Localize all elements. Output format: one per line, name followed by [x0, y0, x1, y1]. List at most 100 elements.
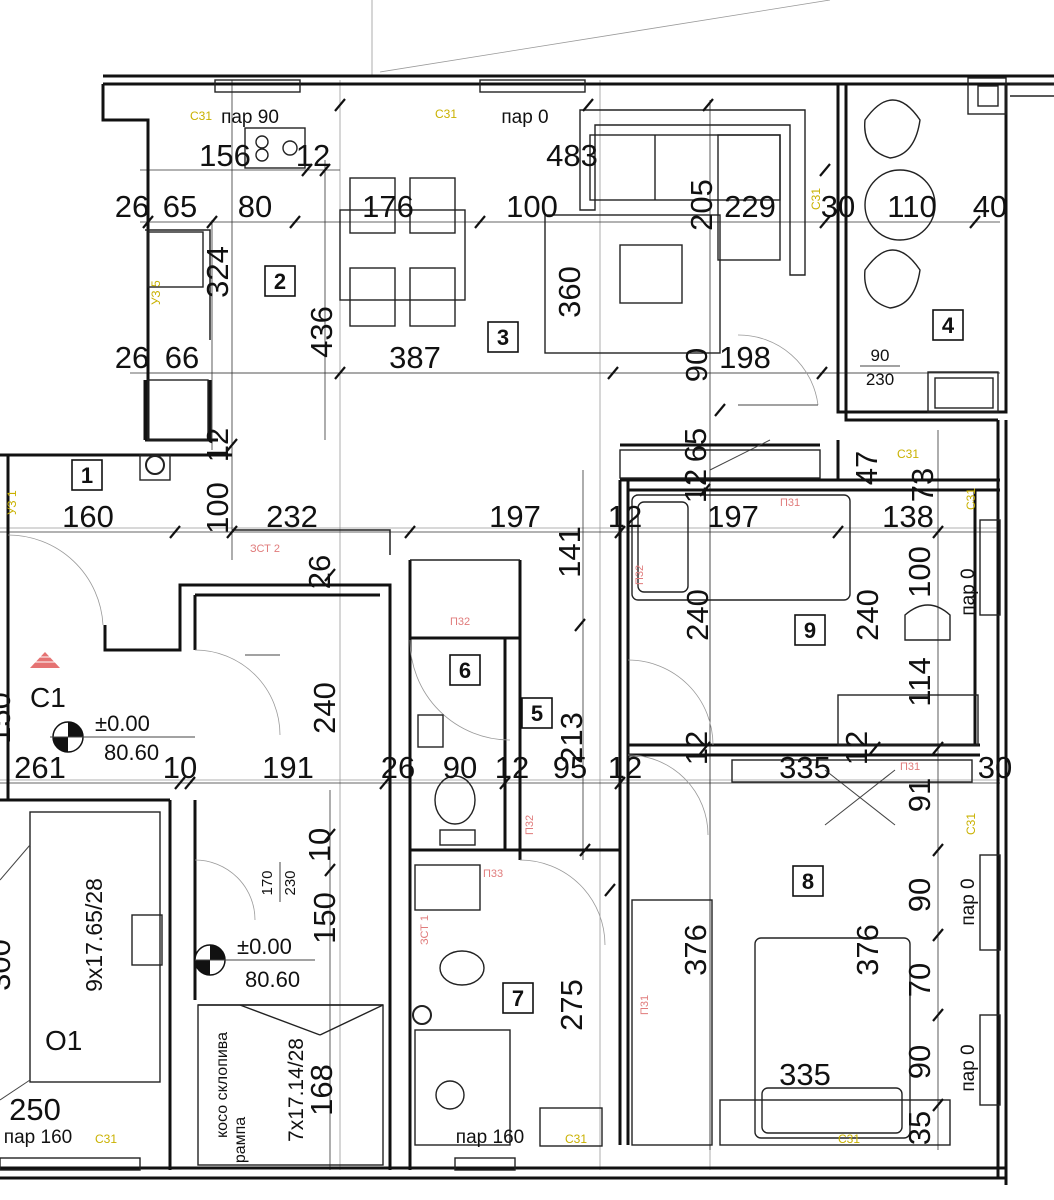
dimension-tick — [334, 366, 346, 380]
opening-label: пар 0 — [958, 878, 979, 925]
element-code: С31 — [95, 1132, 117, 1146]
dimension-text: 240 — [680, 589, 715, 641]
dimension-text: 168 — [304, 1064, 339, 1116]
fraction-bottom: 230 — [282, 870, 299, 895]
dimension-text: 436 — [304, 306, 339, 358]
dimension-text: 73 — [905, 468, 940, 502]
dimension-text: 275 — [554, 979, 589, 1031]
dimension-text: 90 — [679, 348, 714, 382]
dimension-text: 95 — [553, 750, 587, 785]
dimension-tick — [184, 776, 196, 790]
dimension-text: 250 — [9, 1092, 61, 1127]
dimension-tick — [932, 1008, 944, 1022]
element-code: С31 — [190, 109, 212, 123]
dimension-tick — [226, 525, 238, 539]
fraction-top: 170 — [259, 870, 276, 895]
dimension-tick — [226, 438, 238, 452]
dimension-tick — [289, 215, 301, 229]
dimension-tick — [604, 883, 616, 897]
dimension-tick — [932, 525, 944, 539]
dimension-text: 12 — [679, 731, 714, 765]
dimension-text: 197 — [707, 499, 759, 534]
element-code: УЗ 1 — [5, 490, 19, 515]
dimension-tick — [324, 863, 336, 877]
dimension-text: 80 — [238, 189, 272, 224]
room-number: 2 — [274, 269, 286, 294]
room-number: 7 — [512, 986, 524, 1011]
dimension-tick — [579, 843, 591, 857]
dimension-text: 70 — [902, 963, 937, 997]
element-code: П31 — [900, 761, 920, 773]
dimension-tick — [819, 163, 831, 177]
dimension-text: 26 — [115, 340, 149, 375]
dimension-text: 141 — [552, 526, 587, 578]
fraction-bottom: 230 — [866, 370, 894, 389]
level-marker: ±0.00 80.60 — [50, 711, 195, 765]
dimension-tick — [324, 568, 336, 582]
dimension-tick — [819, 215, 831, 229]
dimension-text: 387 — [389, 340, 441, 375]
section-marker: C1 — [30, 652, 66, 713]
windows — [0, 77, 1007, 1171]
element-code: ЗСТ 2 — [250, 543, 280, 555]
element-code: П33 — [483, 868, 503, 880]
element-code: С31 — [809, 188, 823, 210]
level-mark: ±0.00 — [95, 711, 150, 736]
fraction-top: 90 — [871, 346, 890, 365]
dimension-text: 483 — [546, 138, 598, 173]
dimension-text: 300 — [0, 939, 17, 991]
dimension-text: 65 — [163, 189, 197, 224]
opening-label: пар 90 — [221, 107, 279, 128]
dimension-text: 240 — [850, 589, 885, 641]
room-labels: 2 3 4 1 6 5 9 8 7 — [71, 265, 964, 1014]
dimension-text: 335 — [779, 1057, 831, 1092]
dimension-text: 30 — [978, 750, 1012, 785]
dimension-tick — [319, 163, 331, 177]
dimension-text: 26 — [381, 750, 415, 785]
dimension-text: 47 — [849, 451, 884, 485]
opening-labels: пар 90 пар 0 пар 0 пар 0 пар 0 пар 160 п… — [4, 107, 979, 1148]
dimension-tick — [324, 828, 336, 842]
element-code: С31 — [565, 1132, 587, 1146]
dimension-tick — [869, 741, 881, 755]
section-label: C1 — [30, 682, 66, 713]
dimension-text: 66 — [165, 340, 199, 375]
ramp-spec: 7x17.14/28 — [285, 1038, 308, 1142]
dimension-tick — [301, 163, 313, 177]
dimension-text: 324 — [200, 246, 235, 298]
dimension-tick — [614, 776, 626, 790]
stair-label: O1 — [45, 1025, 82, 1056]
level-abs: 80.60 — [104, 740, 159, 765]
element-code: С31 — [964, 488, 978, 510]
element-code: С31 — [435, 107, 457, 121]
level-marker: ±0.00 80.60 — [194, 934, 315, 992]
dimension-text: 376 — [678, 924, 713, 976]
stair-spec: 9x17.65/28 — [81, 878, 107, 992]
fraction-labels: 90 230 170 230 — [259, 346, 900, 902]
dimension-text: 197 — [489, 499, 541, 534]
dimension-text: 213 — [554, 712, 589, 764]
dimension-text: 10 — [302, 828, 337, 862]
ramp-note: рампа — [232, 1117, 249, 1163]
dimension-tick — [714, 403, 726, 417]
opening-label: пар 0 — [958, 568, 979, 615]
dimension-text: 10 — [163, 750, 197, 785]
dimension-text: 176 — [362, 189, 414, 224]
element-code: С31 — [838, 1132, 860, 1146]
dimension-text: 360 — [552, 266, 587, 318]
dimension-text: 229 — [724, 189, 776, 224]
opening-label: пар 160 — [4, 1127, 72, 1148]
dimension-text: 232 — [266, 499, 318, 534]
dimension-text: 12 — [495, 750, 529, 785]
dimension-tick — [574, 618, 586, 632]
dimension-tick — [174, 776, 186, 790]
dimension-text: 12 — [608, 499, 642, 534]
dimension-text: 90 — [902, 1045, 937, 1079]
dimension-text: 191 — [262, 750, 314, 785]
opening-label: пар 160 — [456, 1127, 524, 1148]
dimension-text: 26 — [302, 555, 337, 589]
dimension-text: 26 — [115, 189, 149, 224]
dimension-tick — [932, 928, 944, 942]
dimension-tick — [832, 525, 844, 539]
